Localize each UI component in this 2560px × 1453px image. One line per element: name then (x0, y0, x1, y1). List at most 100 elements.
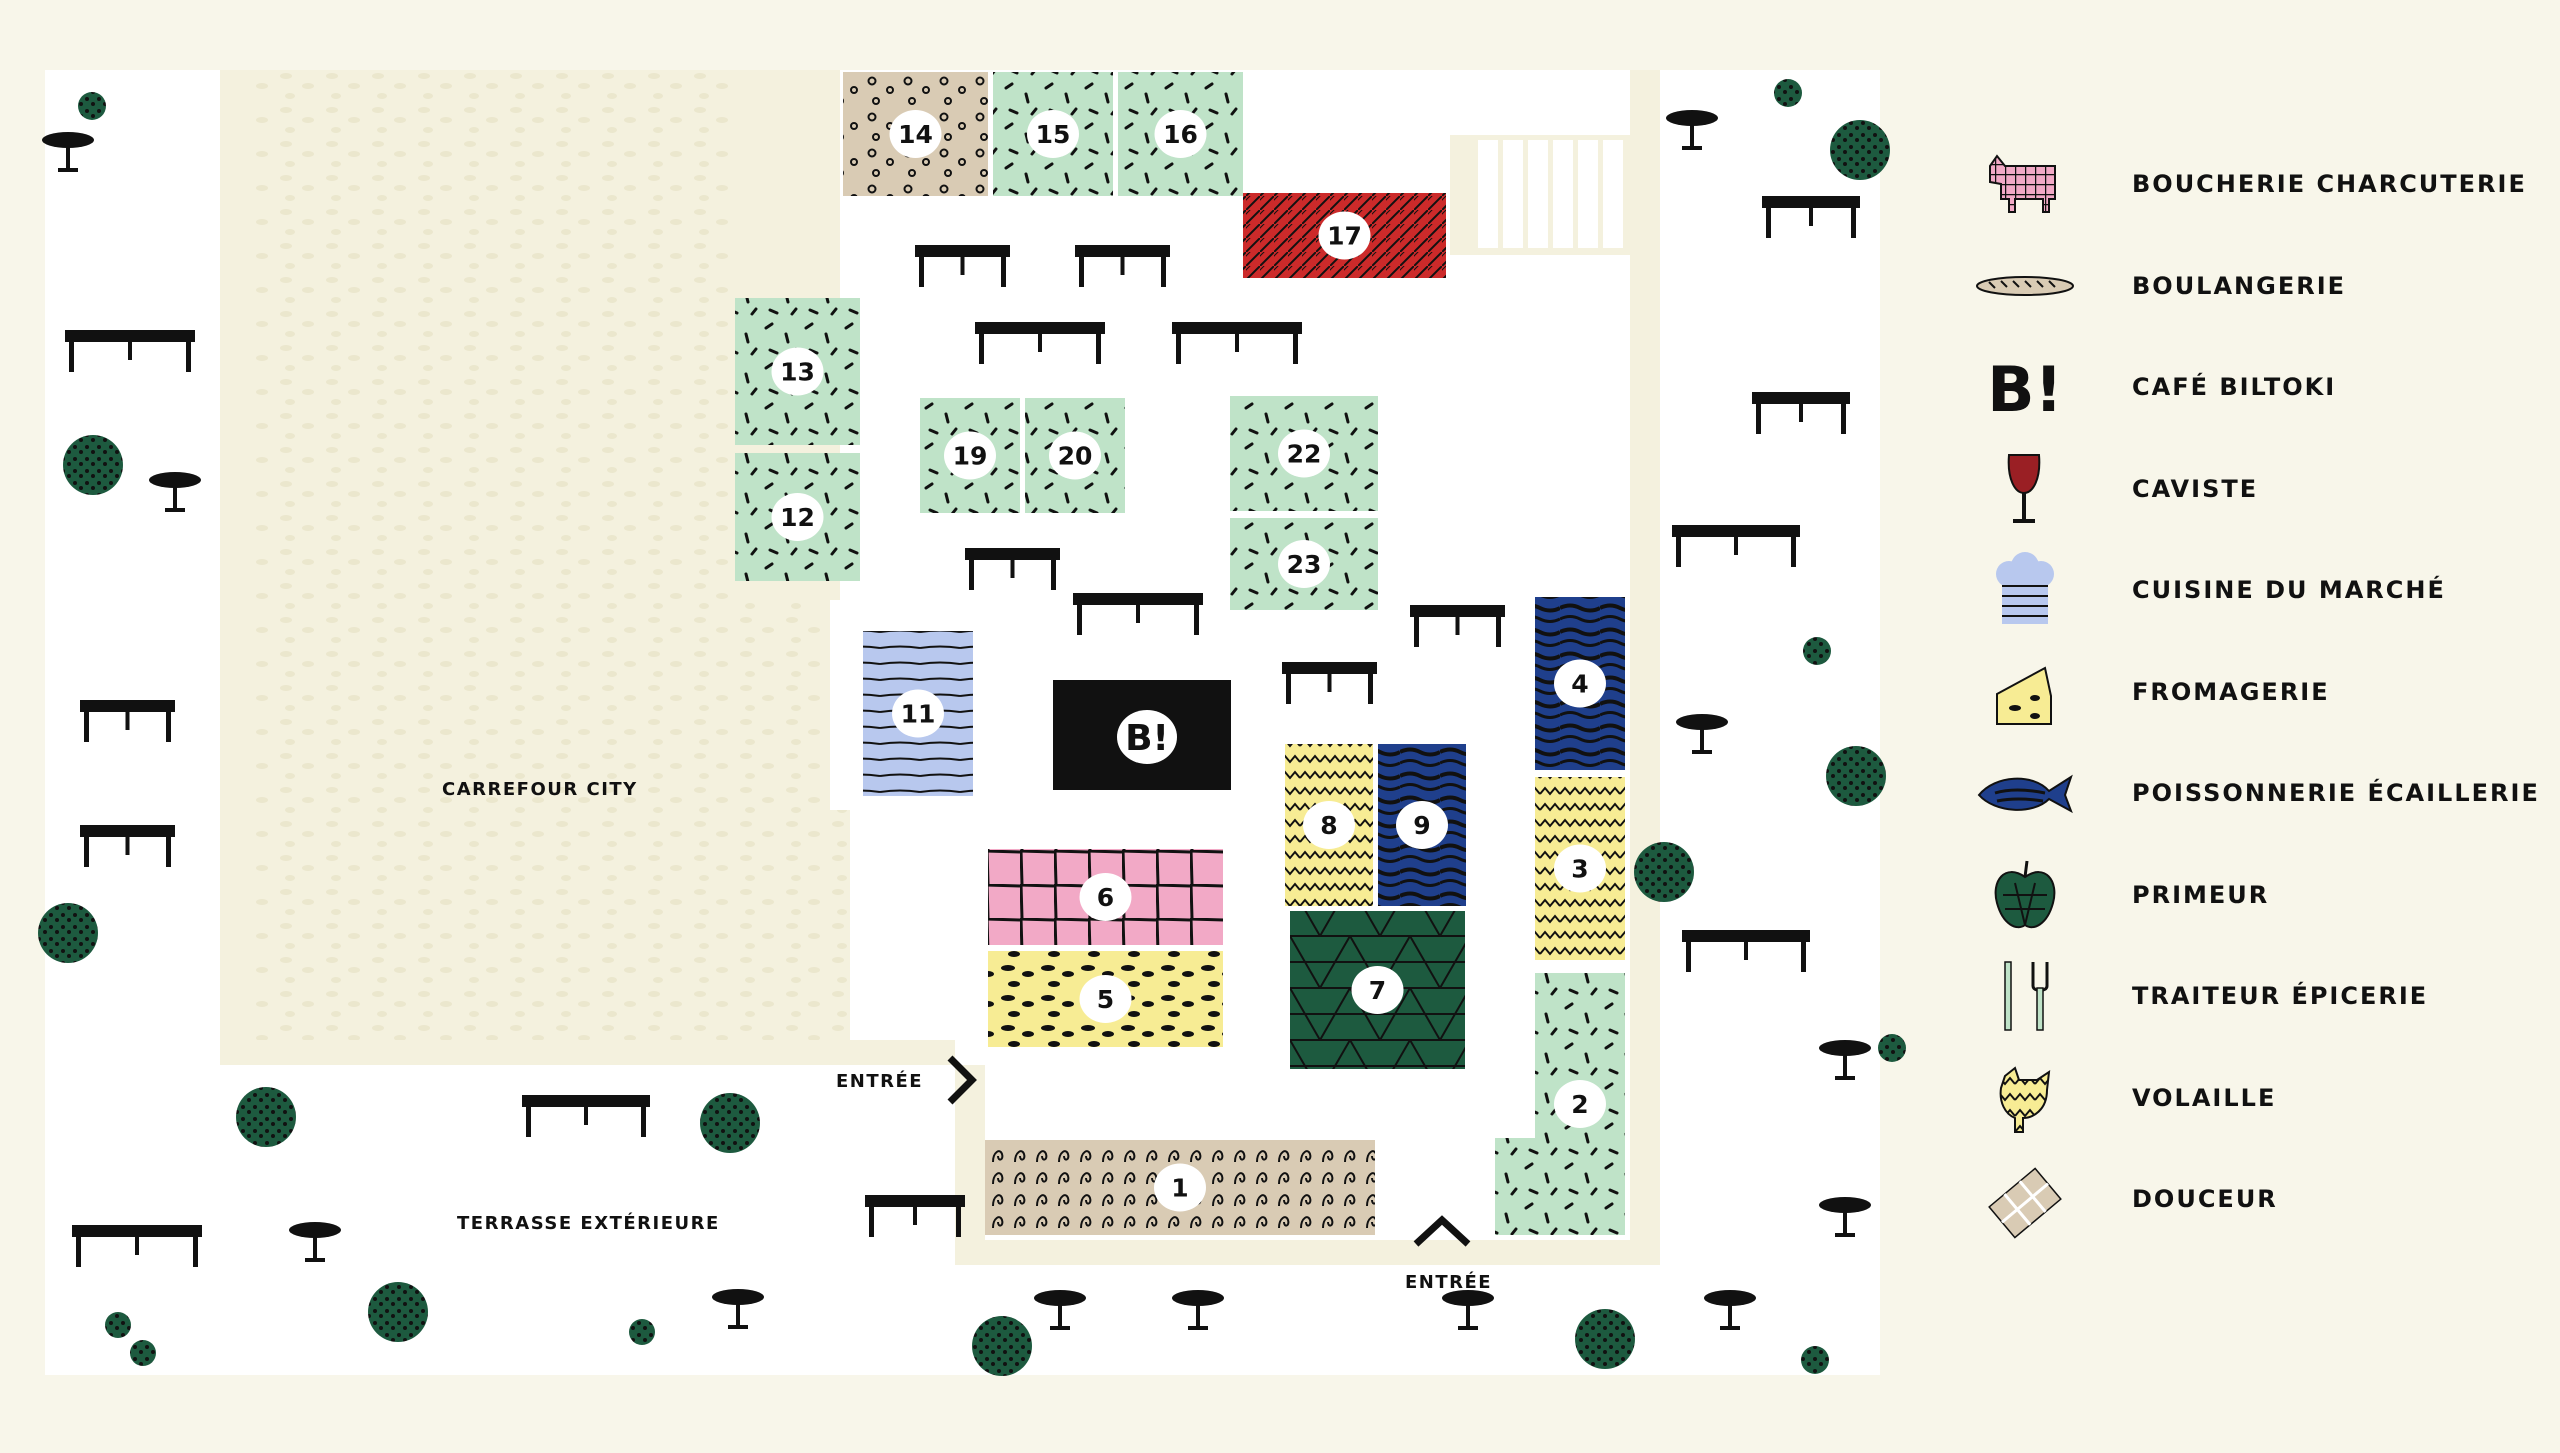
stall-number: 3 (1571, 855, 1588, 884)
chef-hat-icon (1975, 550, 2075, 630)
stall-5[interactable]: 5 (988, 951, 1223, 1047)
tree-icon (1878, 1034, 1906, 1062)
stall-11[interactable]: 11 (863, 631, 973, 796)
corridor (955, 1065, 1660, 1265)
cheese-icon (1975, 652, 2075, 732)
cafe-logo: B! (1125, 718, 1169, 759)
legend-item-label: POISSONNERIE ÉCAILLERIE (2132, 779, 2540, 807)
picnic-table (1282, 662, 1377, 704)
tree-icon (78, 92, 106, 120)
stall-number-badge (1554, 1080, 1606, 1128)
carrefour-city-area (250, 70, 850, 1040)
bistro-table (1172, 1290, 1224, 1330)
entrance-arrow-icon (1413, 1215, 1471, 1247)
baguette-icon (1975, 246, 2075, 326)
terrasse-label: TERRASSE EXTÉRIEURE (457, 1213, 720, 1234)
picnic-table (1172, 322, 1302, 364)
stairs (1450, 135, 1630, 255)
stall-1[interactable]: 1 (985, 1140, 1375, 1235)
stall-19[interactable]: 19 (920, 398, 1020, 513)
legend-item-label: PRIMEUR (2132, 880, 2270, 909)
picnic-table (72, 1225, 202, 1267)
tree-icon (63, 435, 123, 495)
corridor (1630, 70, 1660, 1240)
tree-icon (1826, 746, 1886, 806)
stall-6[interactable]: 6 (988, 849, 1223, 945)
stall-number-badge (1079, 873, 1132, 921)
tree-icon (1575, 1309, 1635, 1369)
stall-number-badge (1049, 431, 1101, 480)
legend-item-label: TRAITEUR ÉPICERIE (2132, 982, 2429, 1010)
stall-number-badge (771, 347, 824, 396)
legend-item-label: BOULANGERIE (2132, 271, 2347, 300)
stall-2[interactable]: 2 (1495, 973, 1625, 1235)
bistro-table (149, 472, 201, 512)
stall-13[interactable]: 13 (735, 298, 860, 445)
legend-item-label: FROMAGERIE (2132, 677, 2330, 706)
chocolate-icon (1975, 1159, 2075, 1239)
stall-number: 9 (1413, 811, 1430, 840)
cafe-biltoki[interactable]: B! (1053, 680, 1231, 790)
picnic-table (65, 330, 195, 372)
legend-item-label: CAVISTE (2132, 474, 2259, 503)
stall-number: 1 (1171, 1174, 1188, 1203)
picnic-table (1752, 392, 1850, 434)
bistro-table (1034, 1290, 1086, 1330)
picnic-table (522, 1095, 650, 1137)
stall-number: 2 (1571, 1090, 1588, 1119)
stall-16[interactable]: 16 (1118, 72, 1243, 196)
stall-number: 8 (1320, 811, 1337, 840)
tree-icon (1634, 842, 1694, 902)
stall-number-badge (1303, 801, 1355, 849)
stall-23[interactable]: 23 (1230, 518, 1378, 610)
tree-icon (1774, 79, 1802, 107)
stall-number: 4 (1571, 670, 1588, 699)
stall-number-badge (771, 493, 824, 541)
stall-number: 17 (1327, 222, 1362, 251)
tree-icon (1830, 120, 1890, 180)
tree-icon (368, 1282, 428, 1342)
fish-icon (1975, 753, 2075, 833)
stall-4[interactable]: 4 (1535, 597, 1625, 770)
stall-number-badge (1027, 110, 1079, 158)
stall-9[interactable]: 9 (1378, 744, 1466, 906)
picnic-table (865, 1195, 965, 1237)
floor-area (45, 70, 220, 1070)
picnic-table (1073, 593, 1203, 635)
stall-7[interactable]: 7 (1290, 911, 1465, 1069)
cow-icon (1975, 144, 2075, 224)
stall-number: 11 (901, 700, 936, 729)
biltoki-logo-icon: B! (1975, 347, 2075, 427)
stall-20[interactable]: 20 (1025, 398, 1125, 513)
chicken-icon (1975, 1058, 2075, 1138)
stall-number-badge (944, 431, 996, 480)
picnic-table (80, 700, 175, 742)
stall-number-badge (1154, 110, 1207, 158)
stall-number: 14 (898, 120, 933, 149)
tree-icon (236, 1087, 296, 1147)
stall-15[interactable]: 15 (993, 72, 1113, 196)
tree-icon (1803, 637, 1831, 665)
stall-3[interactable]: 3 (1535, 777, 1625, 960)
stall-12[interactable]: 12 (735, 453, 860, 581)
legend-item-label: VOLAILLE (2132, 1083, 2277, 1112)
stall-number-badge (1318, 211, 1371, 260)
stall-number-badge (889, 110, 942, 158)
stall-number-badge (1351, 966, 1404, 1014)
tree-icon (1801, 1346, 1829, 1374)
bistro-table (1676, 714, 1728, 754)
picnic-table (915, 245, 1010, 287)
stall-22[interactable]: 22 (1230, 396, 1378, 511)
stall-number-badge (1154, 1163, 1206, 1212)
tree-icon (130, 1340, 156, 1366)
stall-number: 20 (1058, 442, 1093, 471)
stall-17[interactable]: 17 (1243, 193, 1446, 278)
stall-number-badge (892, 689, 944, 738)
stall-8[interactable]: 8 (1285, 744, 1373, 906)
bistro-table (42, 132, 94, 172)
picnic-table (1682, 930, 1810, 972)
bistro-table (1666, 110, 1718, 150)
bistro-table (1819, 1040, 1871, 1080)
stall-14[interactable]: 14 (843, 72, 988, 196)
legend-item-label: CAFÉ BILTOKI (2132, 373, 2337, 401)
